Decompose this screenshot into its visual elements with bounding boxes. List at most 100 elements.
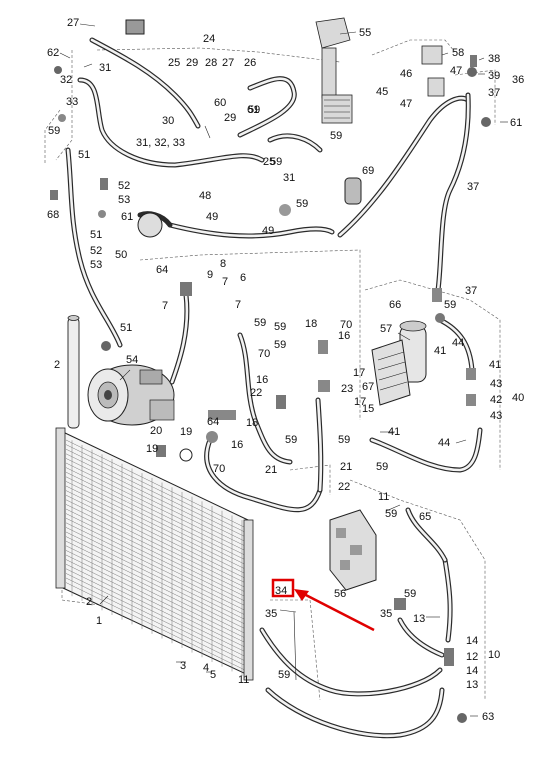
callout-17a: 17 <box>353 367 365 379</box>
callout-12: 12 <box>466 651 478 663</box>
callout-22b: 22 <box>338 481 350 493</box>
callout-16c: 16 <box>231 439 243 451</box>
expansion-valve <box>421 45 445 97</box>
callout-69: 69 <box>362 165 374 177</box>
callout-70b: 70 <box>258 348 270 360</box>
callout-31b: 31 <box>283 172 295 184</box>
callout-64a: 64 <box>156 264 168 276</box>
callout-29b: 29 <box>224 112 236 124</box>
callout-70a: 70 <box>340 319 352 331</box>
callout-29a: 29 <box>186 57 198 69</box>
callout-30: 30 <box>162 115 174 127</box>
callout-37a: 37 <box>488 87 500 99</box>
highlight-arrowhead <box>294 589 309 601</box>
callout-37c: 37 <box>465 285 477 297</box>
callout-68: 68 <box>47 209 59 221</box>
callout-61c: 61 <box>121 211 133 223</box>
callout-61a: 61 <box>510 117 522 129</box>
callout-50: 50 <box>115 249 127 261</box>
callout-6: 6 <box>240 272 246 284</box>
callout-17b: 17 <box>354 396 366 408</box>
callout-59j: 59 <box>285 434 297 446</box>
callout-54: 54 <box>126 354 138 366</box>
callout-21a: 21 <box>340 461 352 473</box>
callout-40: 40 <box>512 392 524 404</box>
accumulator <box>371 320 427 406</box>
refrigerant-lines <box>65 37 483 739</box>
callout-27b: 27 <box>222 57 234 69</box>
callout-37b: 37 <box>467 181 479 193</box>
callout-3133: 31, 32, 33 <box>136 137 185 149</box>
callout-2a: 2 <box>54 359 60 371</box>
callout-59b: 59 <box>48 125 60 137</box>
callout-41b: 41 <box>489 359 501 371</box>
callout-19b: 19 <box>146 443 158 455</box>
callout-31a: 31 <box>99 62 111 74</box>
callout-7a: 7 <box>222 276 228 288</box>
callout-33: 33 <box>66 96 78 108</box>
callout-14b: 14 <box>466 665 478 677</box>
callout-46: 46 <box>400 68 412 80</box>
callout-2b: 2 <box>86 596 92 608</box>
callout-59k: 59 <box>338 434 350 446</box>
callout-25a: 25 <box>168 57 180 69</box>
receiver-drier <box>67 315 80 429</box>
callout-67: 67 <box>362 381 374 393</box>
callout-16a: 16 <box>338 330 350 342</box>
callout-61b: 61 <box>247 104 259 116</box>
callout-55: 55 <box>359 27 371 39</box>
callout-23: 23 <box>341 383 353 395</box>
callout-53a: 53 <box>118 194 130 206</box>
callout-48: 48 <box>199 190 211 202</box>
callout-57: 57 <box>380 323 392 335</box>
callout-21b: 21 <box>265 464 277 476</box>
callout-1: 1 <box>96 615 102 627</box>
callout-43b: 43 <box>490 410 502 422</box>
callout-49b: 49 <box>262 225 274 237</box>
callout-47b: 47 <box>400 98 412 110</box>
callout-26: 26 <box>244 57 256 69</box>
callout-36: 36 <box>512 74 524 86</box>
callout-27a: 27 <box>67 17 79 29</box>
callout-4: 4 <box>203 662 209 674</box>
callout-34: 34 <box>275 585 287 597</box>
condenser <box>55 427 254 681</box>
callout-59l: 59 <box>376 461 388 473</box>
callout-39: 39 <box>488 70 500 82</box>
callout-22a: 22 <box>250 387 262 399</box>
callout-11a: 11 <box>378 491 389 503</box>
callout-58: 58 <box>452 47 464 59</box>
evaporator-valve-block <box>315 17 353 124</box>
callout-7c: 7 <box>162 300 168 312</box>
callout-13a: 13 <box>413 613 425 625</box>
callout-5: 5 <box>210 669 216 681</box>
callout-7b: 7 <box>235 299 241 311</box>
callout-41a: 41 <box>434 345 446 357</box>
callout-59c: 59 <box>270 156 282 168</box>
fittings <box>50 19 491 723</box>
callout-59g: 59 <box>254 317 266 329</box>
callout-43a: 43 <box>490 378 502 390</box>
callout-42: 42 <box>490 394 502 406</box>
callout-11b: 11 <box>238 674 249 686</box>
callout-44a: 44 <box>452 337 464 349</box>
callout-20: 20 <box>150 425 162 437</box>
callout-9: 9 <box>207 269 213 281</box>
callout-51b: 51 <box>90 229 102 241</box>
callout-16b: 16 <box>256 374 268 386</box>
callout-25b: 25 <box>263 156 275 168</box>
callout-51c: 51 <box>120 322 132 334</box>
callout-18b: 18 <box>246 417 258 429</box>
callout-8: 8 <box>220 258 226 270</box>
callout-19a: 19 <box>180 426 192 438</box>
callout-14a: 14 <box>466 635 478 647</box>
callout-38: 38 <box>488 53 500 65</box>
callout-52b: 52 <box>90 245 102 257</box>
callout-70c: 70 <box>213 463 225 475</box>
callout-59e: 59 <box>296 198 308 210</box>
callout-59o: 59 <box>278 669 290 681</box>
callout-35b: 35 <box>265 608 277 620</box>
